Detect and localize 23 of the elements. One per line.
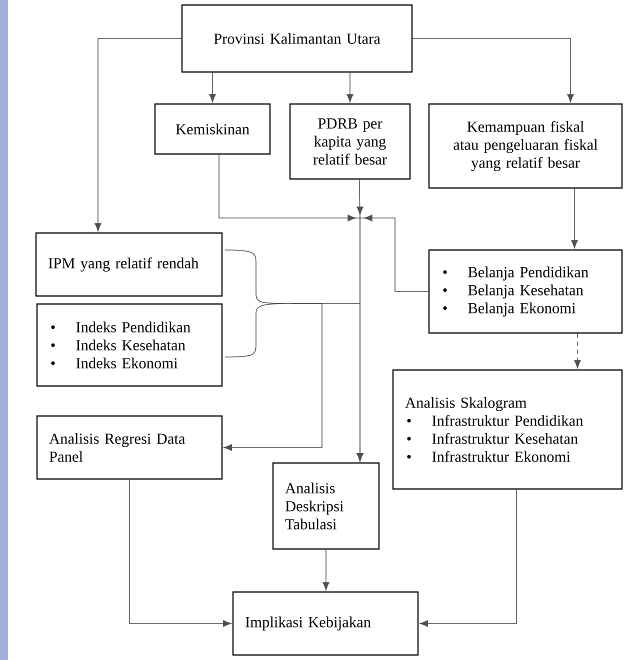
- process-box: • Belanja Pendidikan • Belanja Kesehatan • Belanja Ekonomi: [428, 249, 623, 334]
- arrow: [290, 303, 364, 462]
- arrow: [420, 489, 517, 627]
- process-box: Analisis Regresi Data Panel: [36, 415, 223, 480]
- process-box: IPM yang relatif rendah: [35, 232, 223, 297]
- arrow: [129, 479, 232, 627]
- process-box: PDRB per kapita yang relatif besar: [289, 103, 411, 180]
- arrow: [209, 72, 216, 102]
- arrow: [346, 72, 354, 102]
- arrow: [94, 38, 182, 232]
- process-box: Kemiskinan: [154, 103, 271, 155]
- arrow: [571, 188, 578, 248]
- arrow: [322, 549, 330, 590]
- arrow: [574, 333, 581, 368]
- brace: [224, 250, 290, 358]
- process-box: • Indeks Pendidikan • Indeks Kesehatan • Indeks Ekonomi: [36, 303, 223, 387]
- arrow: [412, 38, 574, 102]
- process-box: Provinsi Kalimantan Utara: [181, 4, 413, 73]
- process-box: Kemampuan fiskal atau pengeluaran fiskal yang relatif besar: [428, 103, 623, 189]
- process-box: Implikasi Kebijakan: [232, 591, 419, 656]
- process-box: Analisis Skalogram • Infrastruktur Pendidikan • Infrastruktur Kesehatan • Infrastruktur Ekonomi: [392, 369, 623, 490]
- process-box: Analisis Deskripsi Tabulasi: [272, 462, 380, 550]
- arrow: [224, 303, 322, 451]
